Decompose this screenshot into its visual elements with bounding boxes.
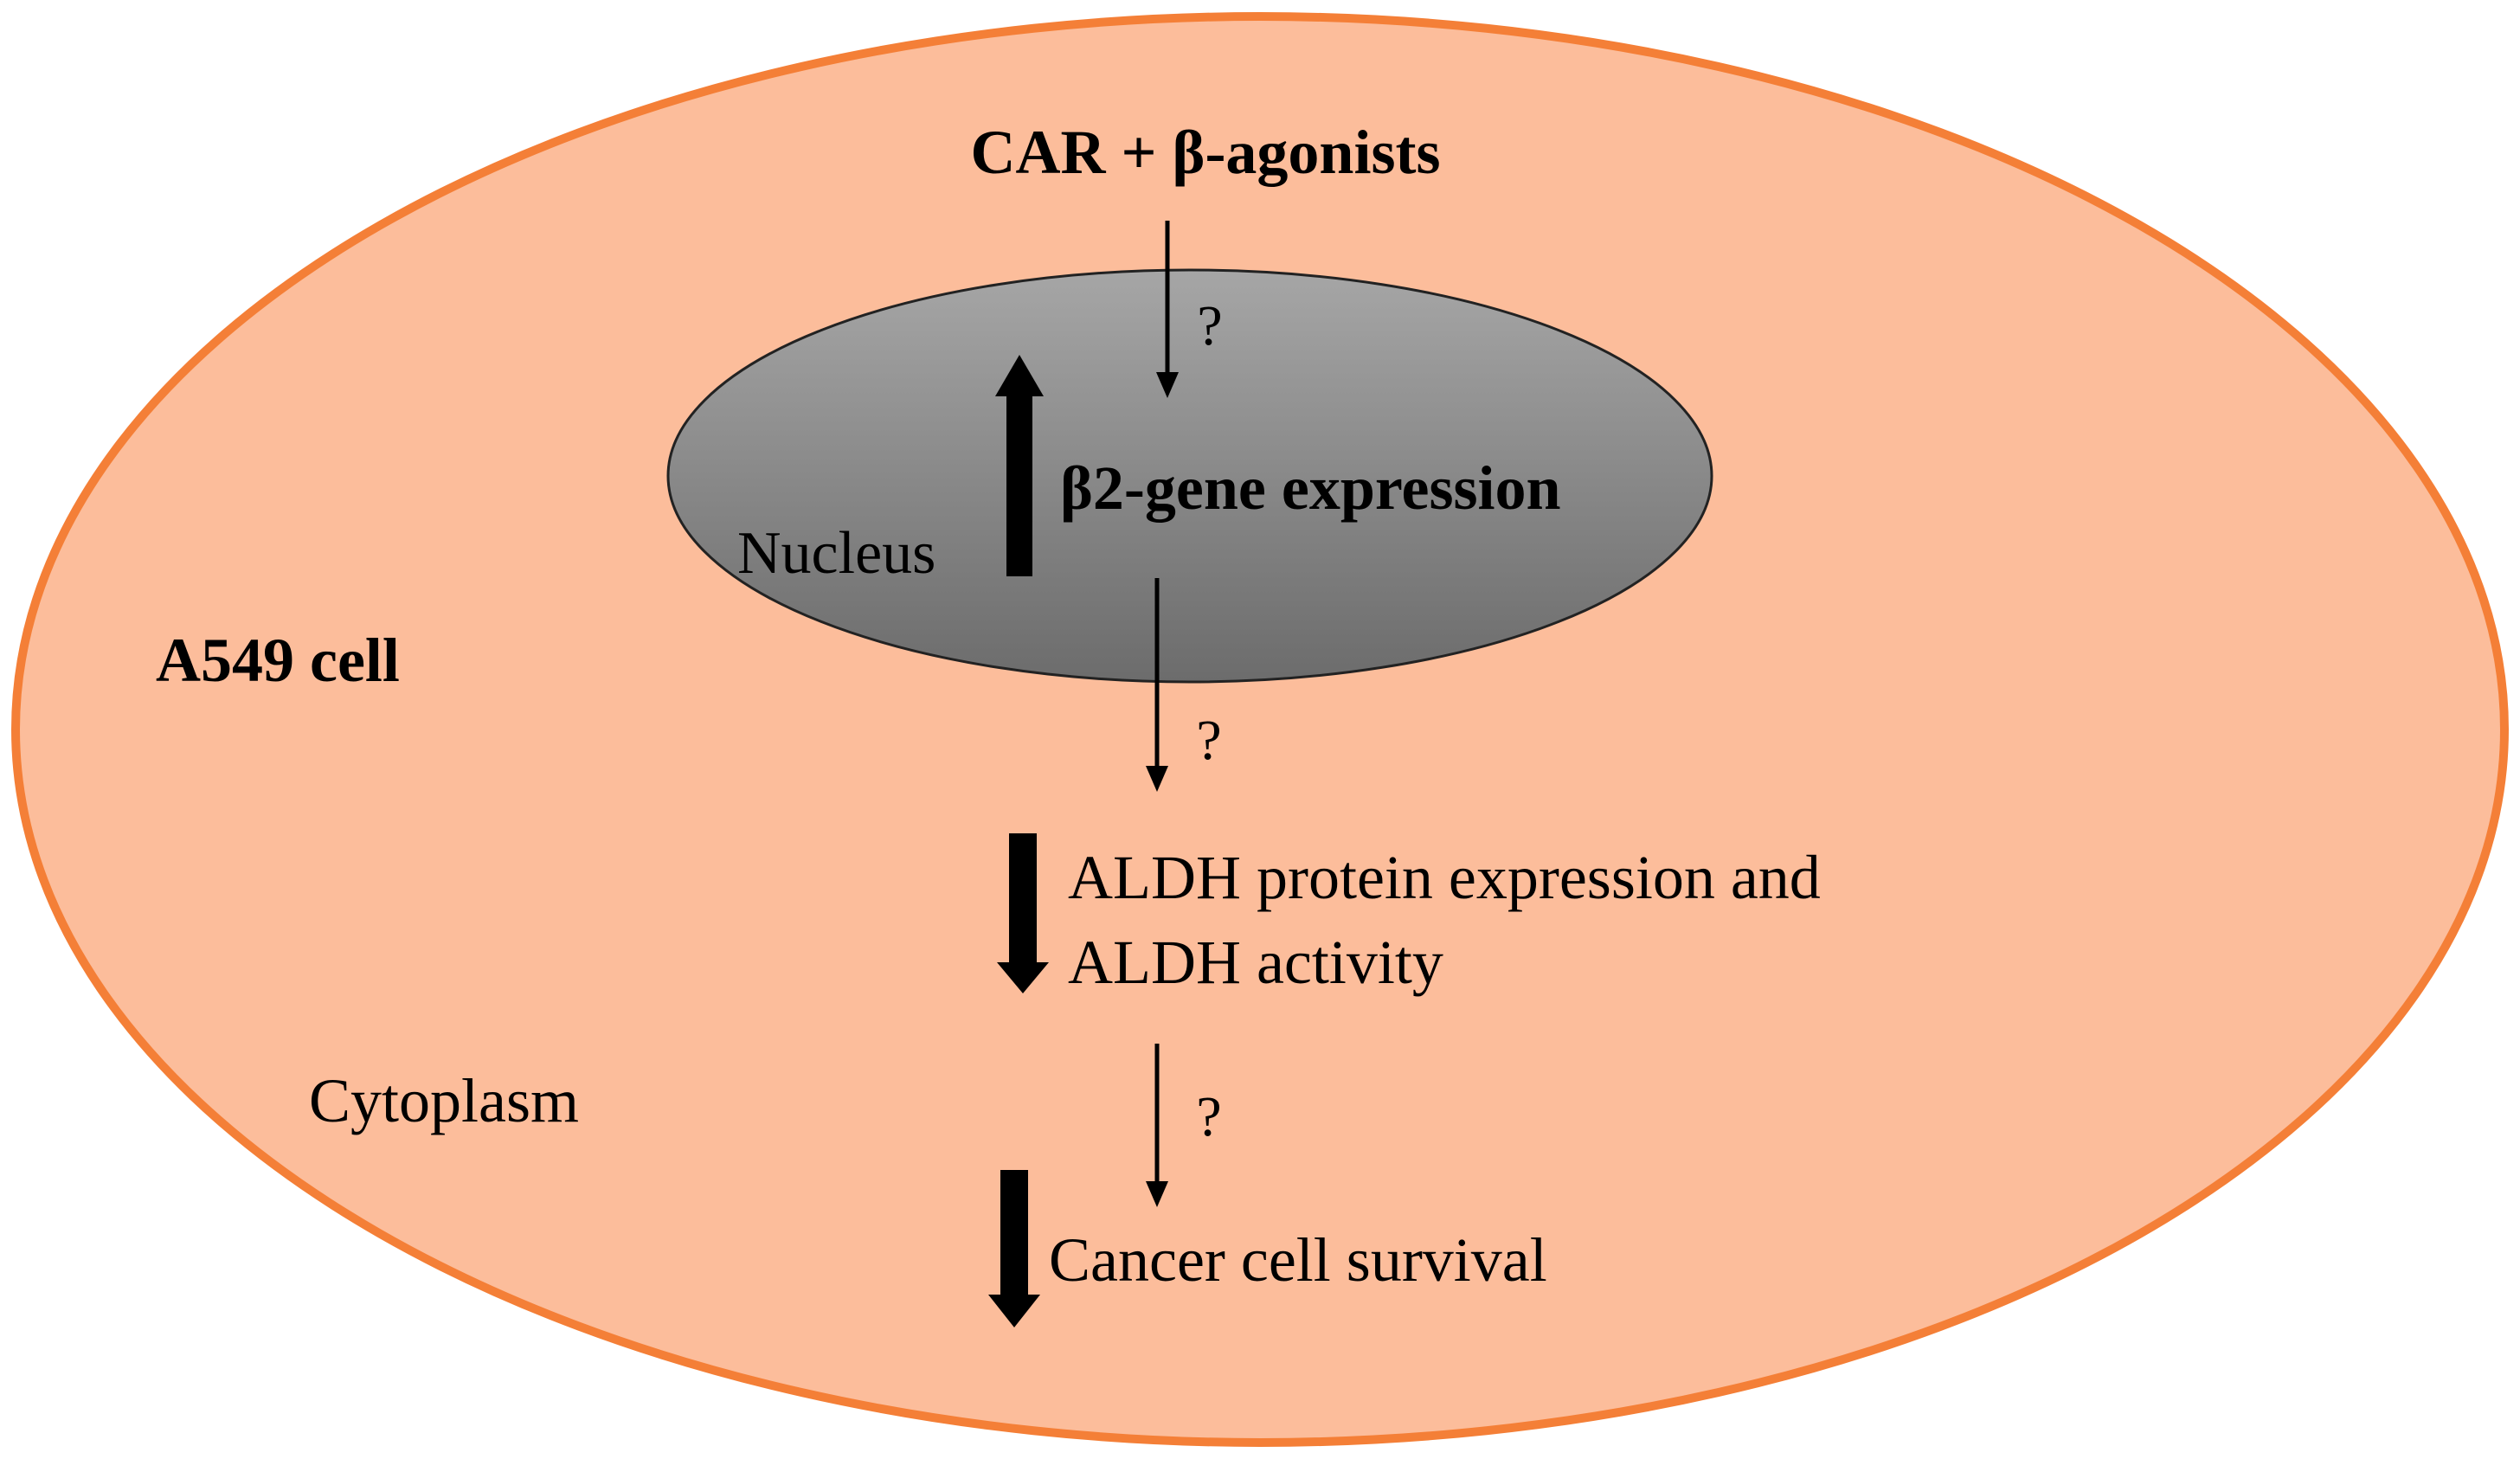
link-question-mark: ? [1197,294,1222,357]
cancer-cell-survival-label: Cancer cell survival [1049,1225,1547,1295]
cell-membrane [11,12,2509,1447]
stimulus-label: CAR + β-agonists [971,118,1441,187]
nucleus-shape [666,268,1713,684]
down-arrow-icon [997,833,1049,993]
aldh-activity-label: ALDH activity [1068,928,1443,997]
down-arrow-icon [988,1170,1040,1327]
cytoplasm-label: Cytoplasm [309,1066,579,1135]
link-arrow-gene-to-aldh [1146,578,1168,792]
aldh-protein-label: ALDH protein expression and [1068,843,1821,912]
link-question-mark: ? [1196,1085,1221,1148]
cell-label: A549 cell [156,626,400,695]
beta2-gene-expression-label: β2-gene expression [1060,453,1561,523]
link-arrow-aldh-to-survival [1146,1044,1168,1207]
nucleus-label: Nucleus [737,520,935,587]
link-arrow-stimulus-to-gene [1156,221,1179,398]
link-question-mark: ? [1196,709,1221,772]
up-arrow-icon [995,355,1044,576]
